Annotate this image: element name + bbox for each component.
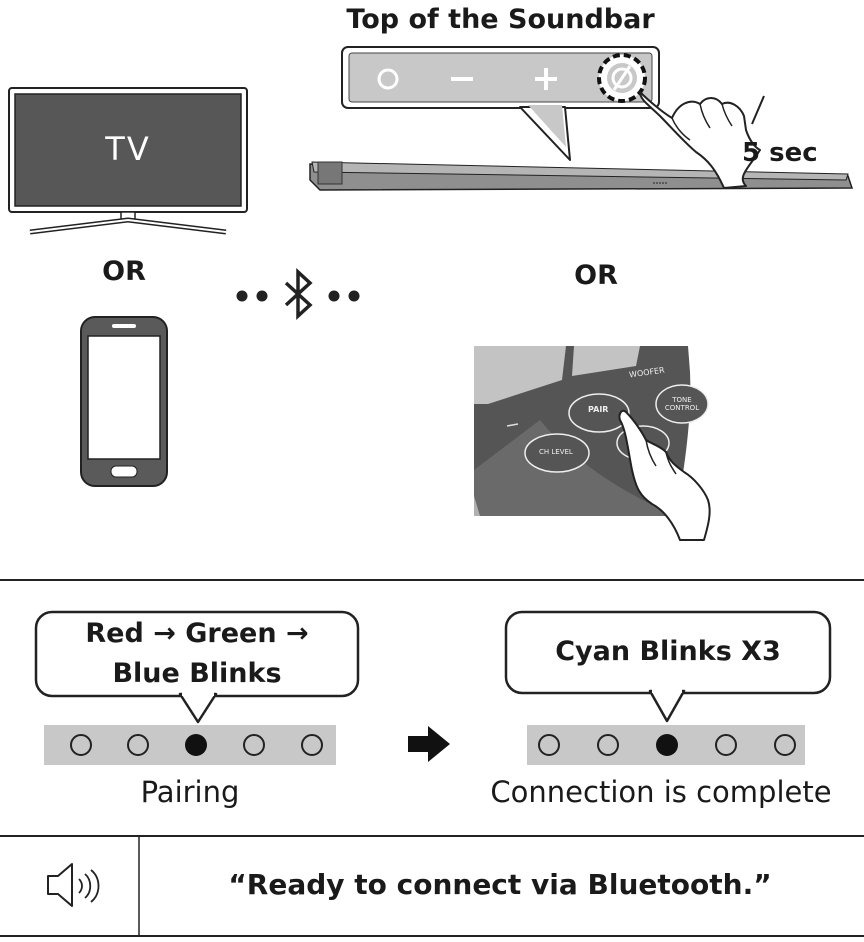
- section-divider-top: [0, 579, 864, 581]
- pairing-caption: Pairing: [140, 775, 240, 809]
- pairing-bubble-line1: Red → Green →: [85, 618, 309, 649]
- soundbar-heading: Top of the Soundbar: [346, 4, 655, 35]
- smartphone-illustration: [80, 316, 168, 487]
- volume-down-icon: [451, 77, 473, 81]
- connection-bubble-text: Cyan Blinks X3: [555, 636, 781, 667]
- hold-duration-label: 5 sec: [742, 138, 818, 168]
- pairing-led-strip: [44, 725, 336, 765]
- soundbar-illustration: [309, 161, 854, 191]
- multi-function-button-icon: [597, 53, 647, 103]
- power-button-icon: [377, 68, 399, 90]
- tone-control-label: TONE CONTROL: [664, 396, 700, 412]
- hand-pressing-icon: [639, 91, 765, 189]
- hand-on-remote-icon: [618, 409, 711, 541]
- or-label-left: OR: [102, 256, 146, 287]
- section-divider-bottom: [0, 935, 864, 937]
- tv-illustration: [8, 87, 248, 235]
- connection-bubble: [504, 610, 832, 723]
- volume-up-icon: [535, 68, 557, 90]
- ch-level-label: CH LEVEL: [539, 448, 573, 456]
- speaker-icon: [47, 863, 100, 907]
- or-label-right: OR: [574, 260, 618, 291]
- bluetooth-link: [236, 268, 360, 320]
- tv-label: TV: [105, 130, 151, 168]
- section-divider-middle: [0, 835, 864, 837]
- pairing-bubble: [34, 610, 360, 724]
- voice-message: “Ready to connect via Bluetooth.”: [228, 868, 772, 901]
- connected-led-strip: [527, 725, 805, 765]
- pair-button-label: PAIR: [588, 405, 609, 414]
- pairing-bubble-line2: Blue Blinks: [112, 658, 282, 689]
- right-arrow-icon: [408, 726, 450, 762]
- soundbar-top-panel: [341, 46, 660, 161]
- connection-caption: Connection is complete: [490, 775, 832, 809]
- bluetooth-icon: [284, 268, 313, 320]
